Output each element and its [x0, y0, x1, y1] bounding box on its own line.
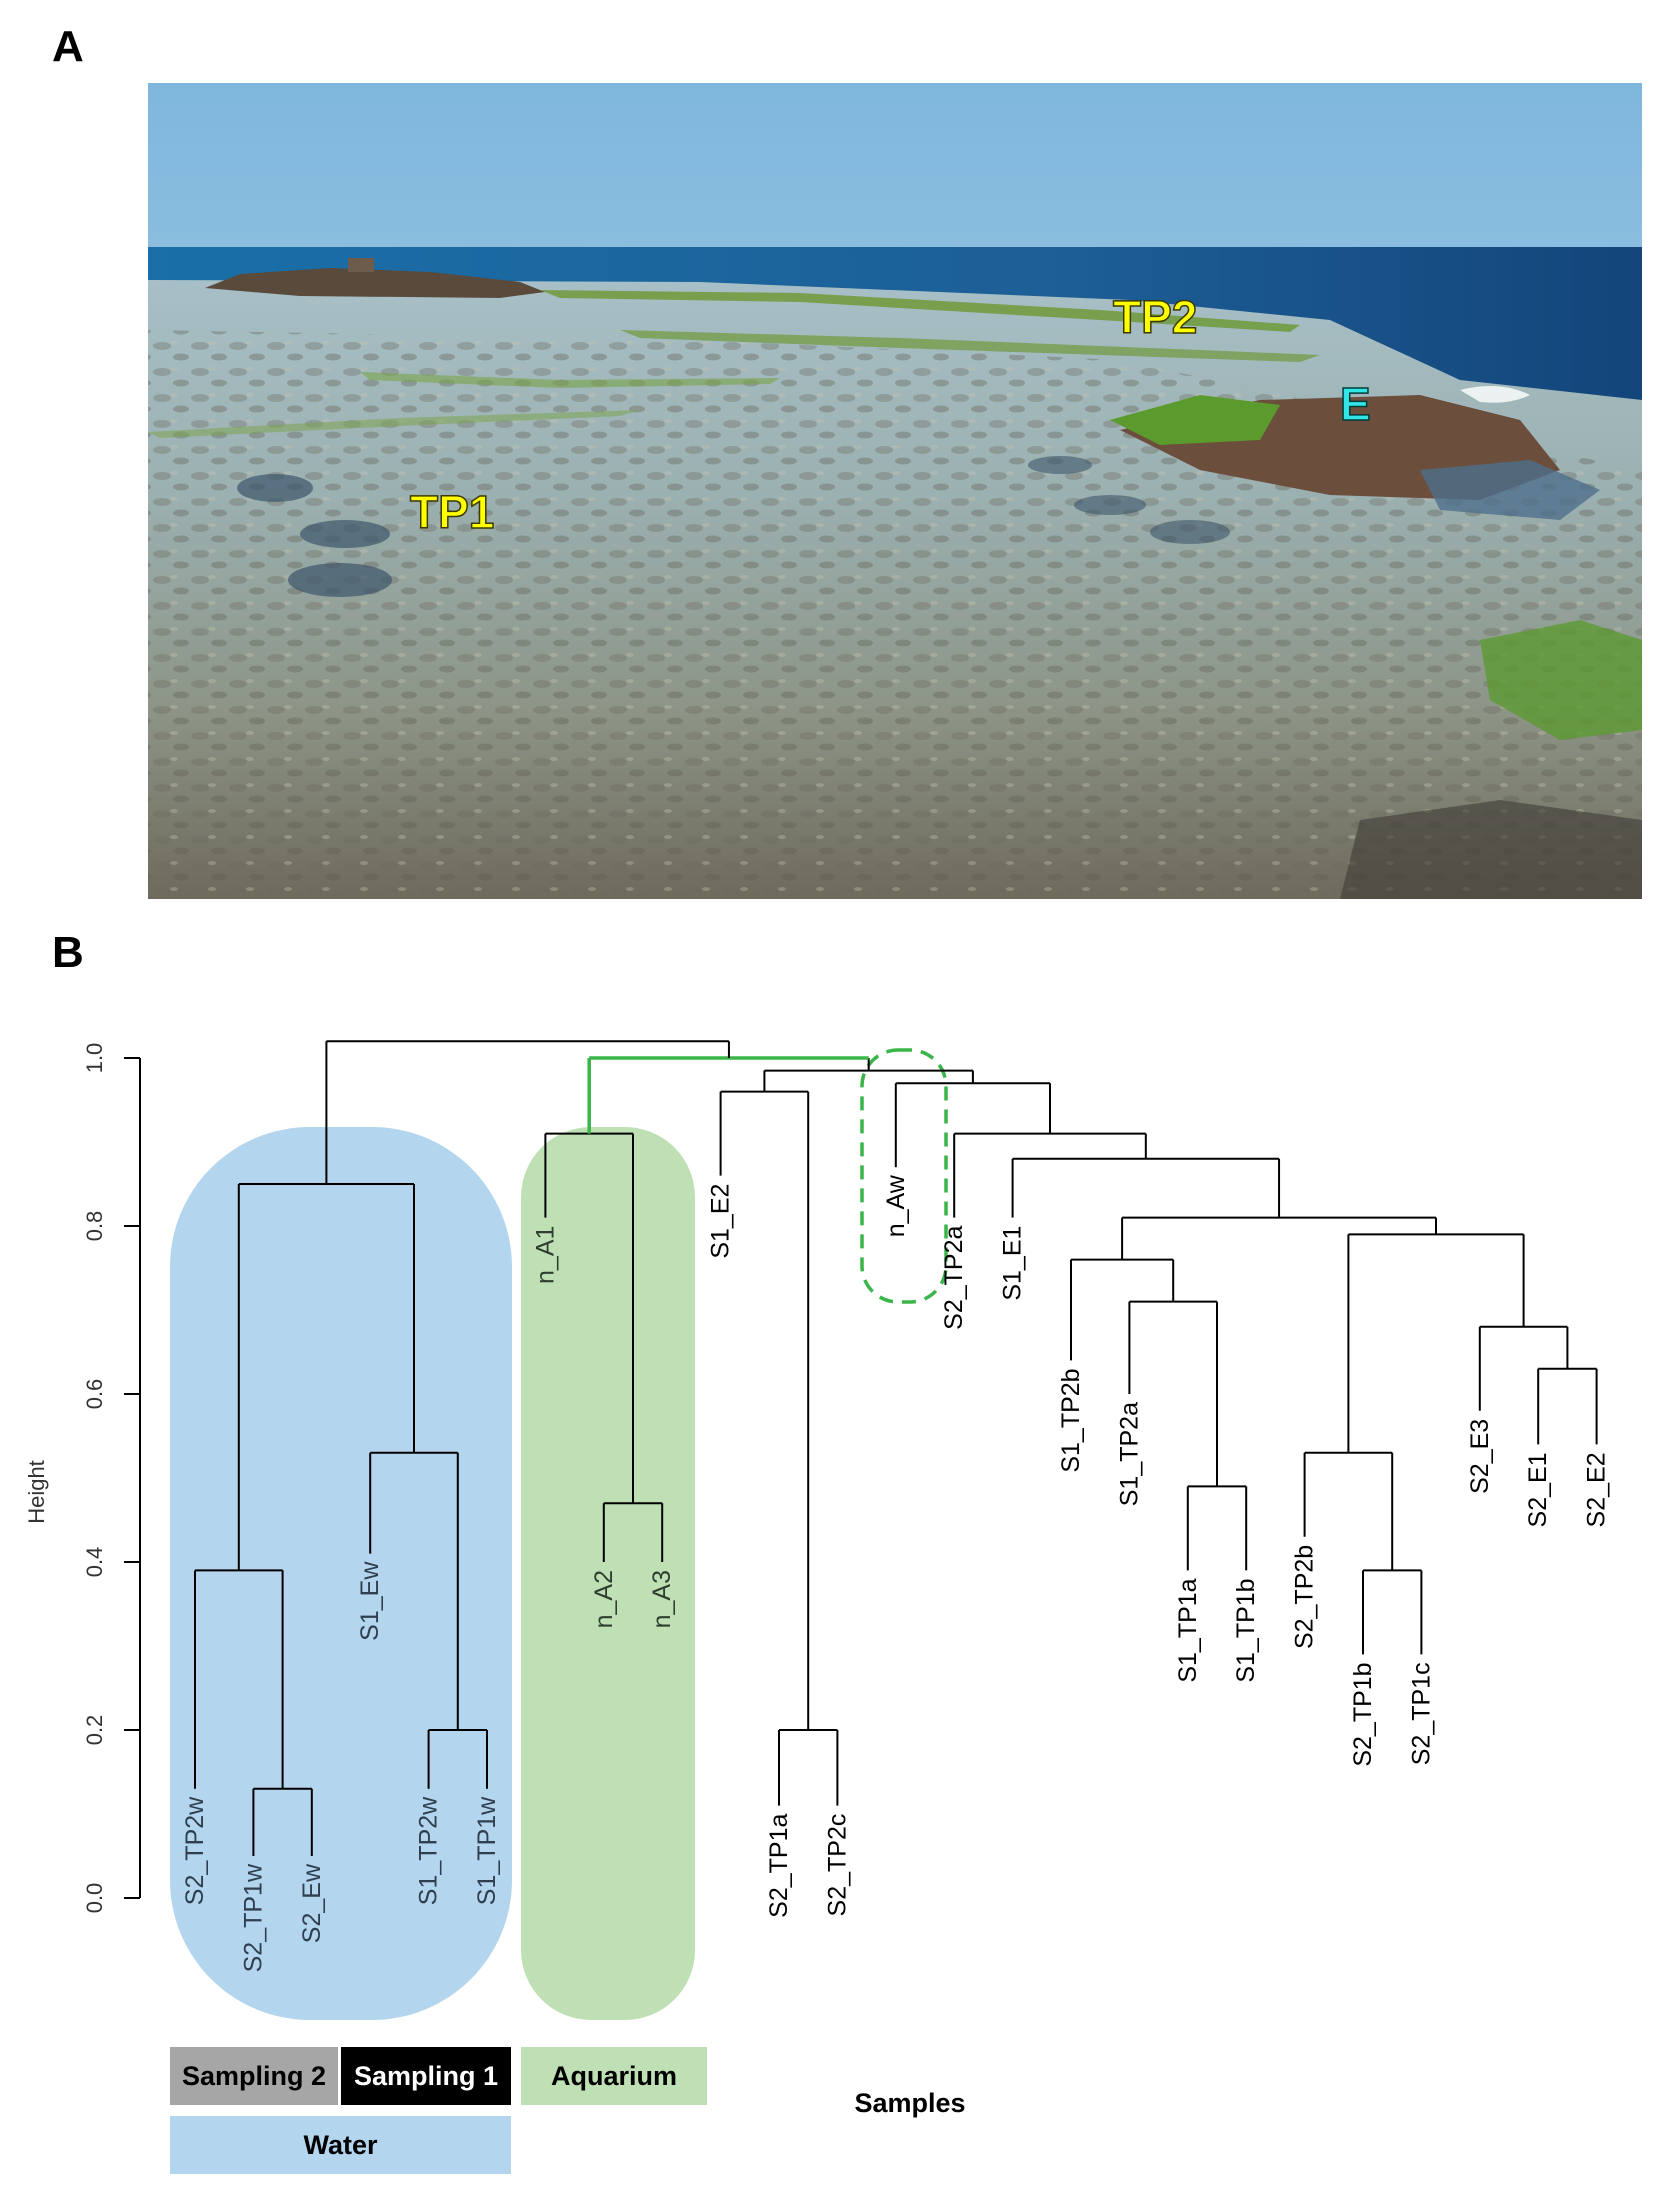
- leaf-label-s2-ew: S2_Ew: [298, 1863, 326, 1943]
- leaf-label-s2-tp1b: S2_TP1b: [1349, 1662, 1377, 1766]
- leaf-label-s2-tp2b: S2_TP2b: [1291, 1545, 1319, 1649]
- y-tick-label-0.0: 0.0: [82, 1883, 107, 1914]
- x-axis-title: Samples: [854, 2088, 965, 2118]
- panel-b-label: B: [52, 928, 84, 977]
- y-tick-label-0.8: 0.8: [82, 1211, 107, 1242]
- site-label-tp2: TP2: [1113, 291, 1197, 343]
- leaf-label-n-a1: n_A1: [531, 1226, 559, 1284]
- leaf-label-s2-tp2c: S2_TP2c: [823, 1814, 851, 1917]
- leaf-label-s2-tp1w: S2_TP1w: [239, 1863, 267, 1972]
- leaf-label-s1-ew: S1_Ew: [356, 1561, 384, 1641]
- legend-water: Water: [170, 2116, 511, 2174]
- y-tick-label-0.6: 0.6: [82, 1379, 107, 1410]
- aquarium-group-highlight: [521, 1127, 695, 2020]
- leaf-label-s1-tp2w: S1_TP2w: [415, 1796, 443, 1905]
- leaf-label-s2-e1: S2_E1: [1524, 1452, 1552, 1527]
- water-group-highlight: [170, 1127, 512, 2020]
- n-aw-dashed-highlight: [860, 1048, 948, 1304]
- coastal-photo: TP1 TP2 E: [148, 83, 1642, 899]
- site-label-e: E: [1340, 378, 1371, 430]
- leaf-label-s1-tp1b: S1_TP1b: [1232, 1578, 1260, 1682]
- leaf-label-s2-tp2a: S2_TP2a: [940, 1226, 968, 1330]
- leaf-label-s1-tp1a: S1_TP1a: [1174, 1578, 1202, 1682]
- leaf-label-s1-e1: S1_E1: [999, 1226, 1027, 1301]
- legend-sampling1: Sampling 1: [341, 2047, 511, 2105]
- leaf-label-n-a2: n_A2: [590, 1570, 618, 1628]
- y-tick-label-0.4: 0.4: [82, 1547, 107, 1578]
- leaf-label-s2-tp2w: S2_TP2w: [181, 1796, 209, 1905]
- y-axis: 0.0 0.2 0.4 0.6 0.8 1.0: [82, 1043, 141, 1914]
- leaf-label-s1-tp2a: S1_TP2a: [1115, 1402, 1143, 1506]
- leaf-label-s1-e2: S1_E2: [707, 1184, 735, 1259]
- y-axis-title: Height: [24, 1460, 49, 1524]
- panel-a-label: A: [52, 22, 84, 71]
- leaf-label-n-a3: n_A3: [648, 1570, 676, 1628]
- leaf-label-s1-tp1w: S1_TP1w: [473, 1796, 501, 1905]
- leaf-label-s2-tp1c: S2_TP1c: [1407, 1662, 1435, 1765]
- dendrogram-branches: [194, 1040, 1598, 1856]
- y-tick-label-0.2: 0.2: [82, 1715, 107, 1746]
- leaf-label-s1-tp2b: S1_TP2b: [1057, 1368, 1085, 1472]
- leaf-label-s2-tp1a: S2_TP1a: [765, 1814, 793, 1918]
- legend-aquarium: Aquarium: [521, 2047, 707, 2105]
- site-label-tp1: TP1: [410, 486, 494, 538]
- y-tick-label-1.0: 1.0: [82, 1043, 107, 1074]
- leaf-label-s2-e2: S2_E2: [1583, 1452, 1611, 1527]
- leaf-label-n-aw: n_Aw: [882, 1174, 910, 1237]
- legend-sampling2: Sampling 2: [170, 2047, 338, 2105]
- leaf-label-s2-e3: S2_E3: [1466, 1419, 1494, 1494]
